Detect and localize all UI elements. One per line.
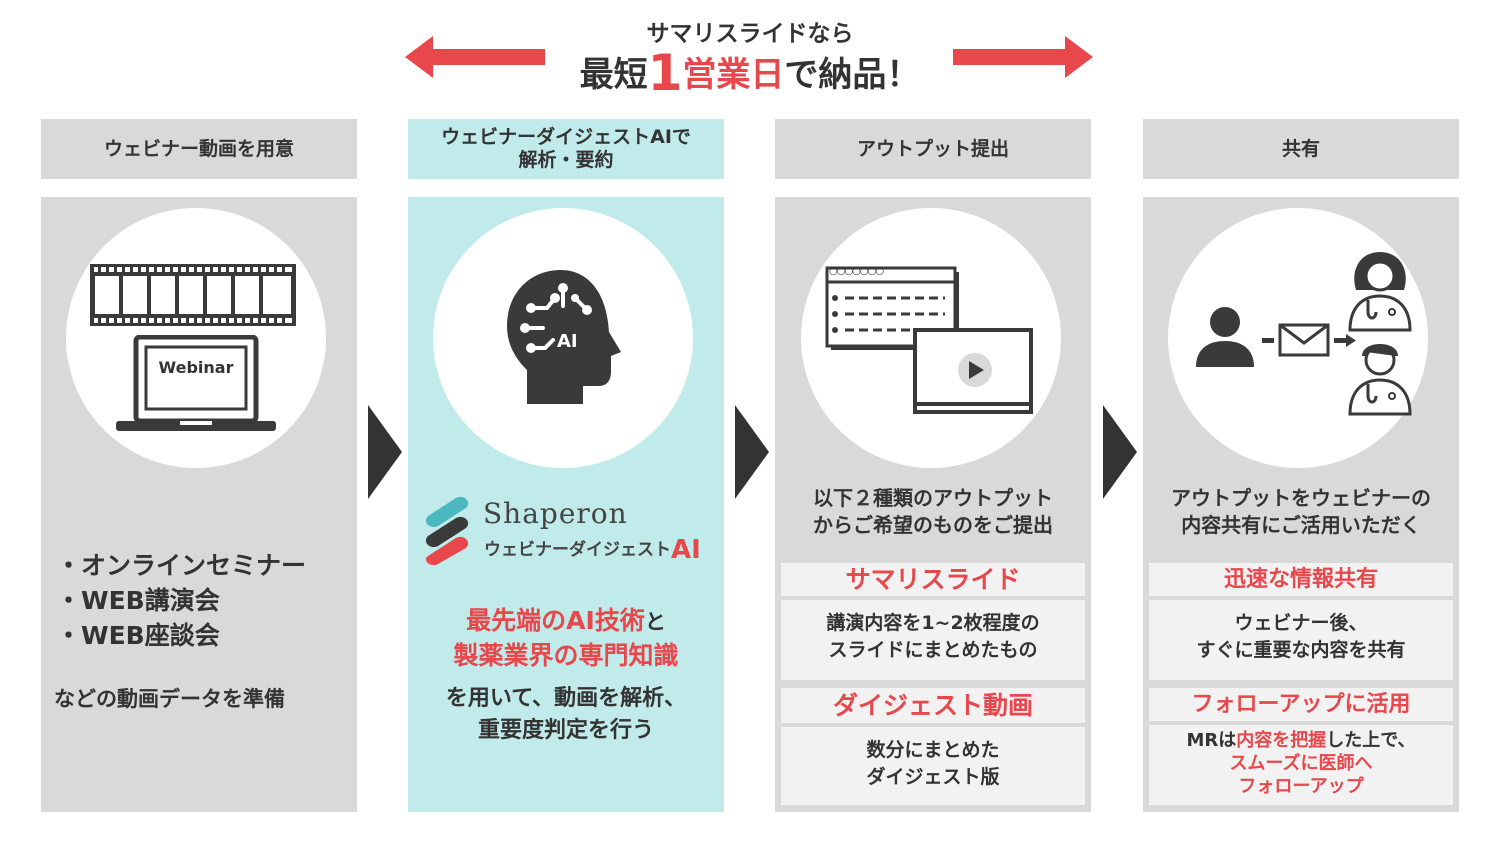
step1-note: などの動画データを準備 [54,687,285,711]
banner-title-red: 営業日 [682,55,785,95]
bullet-item: ・WEB座談会 [56,621,220,650]
step1-header: ウェビナー動画を用意 [41,119,357,179]
banner-subtitle: サマリスライドなら [646,21,854,47]
chevron-right-icon [1103,405,1137,499]
step4-header: 共有 [1143,119,1459,179]
laptop-label: Webinar [158,358,234,377]
bullet-item: ・WEB講演会 [56,586,220,615]
step2-highlight: 最先端のAI技術と 製薬業界の専門知識 [453,606,679,670]
chevron-right-icon [368,405,402,499]
bullet-item: ・オンラインセミナー [56,551,307,580]
shaperon-logo-mark [425,496,469,566]
step3-circle: ○○○○○○○ [801,208,1061,468]
step3-intro: 以下２種類のアウトプット からご希望のものをご提出 [813,486,1053,537]
chevron-right-icon [735,405,769,499]
ai-label: AI [557,331,578,352]
video-monitor-icon [913,328,1033,414]
film-strip-icon [90,264,296,326]
ai-head-icon [507,270,621,404]
banner-title-pre: 最短 [579,55,648,95]
step4-box2-body: MRは内容を把握した上で、 スムーズに医師へ フォローアップ [1149,725,1453,805]
shaperon-logo-sub: ウェビナーダイジェストAI [484,535,701,565]
right-arrow-icon [953,36,1093,78]
shaperon-logo-name: Shaperon [483,497,628,530]
step3-header: アウトプット提出 [775,119,1091,179]
banner-title: 最短1営業日で納品！ [520,44,980,102]
doctor-male-icon [1348,344,1412,416]
step1-circle: Webinar [66,208,326,468]
step4-intro: アウトプットをウェビナーの 内容共有にご活用いただく [1171,486,1431,537]
mail-envelope-icon [1262,323,1356,357]
step3-box1-title: サマリスライド [781,563,1085,596]
laptop-icon [116,335,276,431]
doctor-female-icon [1348,252,1412,332]
window-dots: ○○○○○○○ [829,266,884,277]
step3-box2-body: 数分にまとめた ダイジェスト版 [781,727,1085,805]
user-icon [1196,307,1254,367]
step2-header: ウェビナーダイジェストAIで 解析・要約 [408,119,724,179]
step4-box1-title: 迅速な情報共有 [1149,563,1453,596]
step1-bullets: ・オンラインセミナー ・WEB講演会 ・WEB座談会 [56,548,306,653]
step4-box2-title: フォローアップに活用 [1149,688,1453,721]
left-arrow-icon [405,36,545,78]
step2-circle: AI [433,208,693,468]
step3-box1-body: 講演内容を1~2枚程度の スライドにまとめたもの [781,600,1085,680]
banner-title-number: 1 [647,44,683,102]
step2-description: を用いて、動画を解析、 重要度判定を行う [445,686,687,743]
step3-box2-title: ダイジェスト動画 [781,688,1085,723]
banner-title-post: で納品！ [784,55,921,95]
step4-box1-body: ウェビナー後、 すぐに重要な内容を共有 [1149,600,1453,680]
